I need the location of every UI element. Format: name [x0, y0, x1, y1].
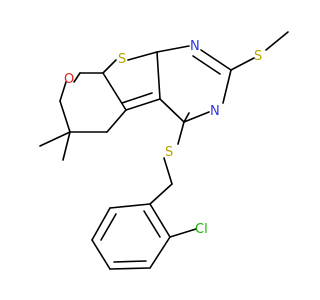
atom-labels: O S N N S S Cl — [64, 39, 262, 237]
molecular-structure-diagram: O S N N S S Cl — [39, 31, 289, 270]
atom-label-s-thiophene: S — [118, 52, 126, 67]
bond-lines — [39, 31, 289, 270]
atom-label-s-benzylthio: S — [165, 145, 173, 160]
atom-label-o-pyran: O — [64, 72, 74, 87]
atom-label-n-upper: N — [190, 39, 200, 54]
atom-label-s-methylthio: S — [254, 49, 262, 64]
atom-label-n-lower: N — [210, 104, 220, 119]
atom-label-cl-aryl: Cl — [195, 222, 208, 237]
